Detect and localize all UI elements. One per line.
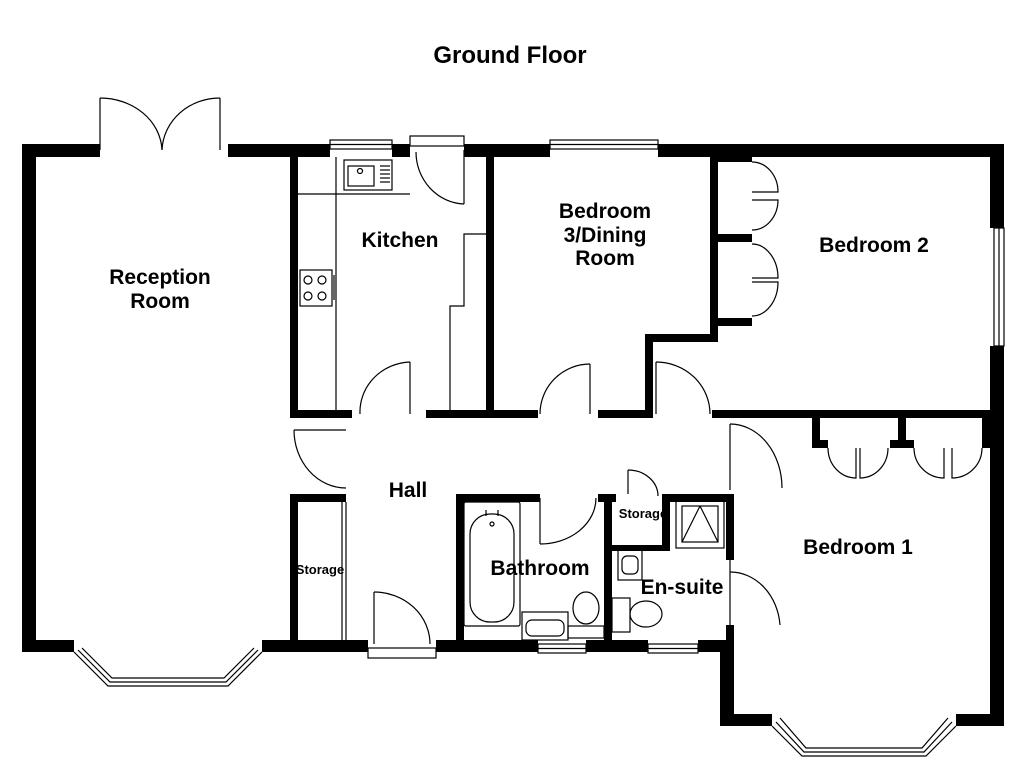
ensuite-fixtures <box>611 499 725 633</box>
reception-room-label-line2: Room <box>130 290 190 313</box>
ensuite-label: En-suite <box>641 576 724 599</box>
bedroom1-label: Bedroom 1 <box>803 536 913 559</box>
storage-left-label: Storage <box>296 562 344 577</box>
bedroom2-label: Bedroom 2 <box>819 234 929 257</box>
bedroom3-label-line1: Bedroom <box>559 200 651 223</box>
walls <box>22 144 1004 726</box>
reception-room-label-line1: Reception <box>109 266 211 289</box>
kitchen-fixtures <box>298 157 486 410</box>
bedroom1-bay-window <box>771 717 957 757</box>
doors <box>99 97 983 659</box>
storage-small-label: Storage <box>619 506 667 521</box>
bathroom-label: Bathroom <box>490 557 589 580</box>
bedroom3-label-line3: Room <box>575 247 635 270</box>
bathroom-fixtures <box>463 501 605 641</box>
kitchen-label: Kitchen <box>361 229 438 252</box>
floor-title: Ground Floor <box>433 42 586 69</box>
hall-label: Hall <box>389 479 428 502</box>
bedroom3-label-line2: 3/Dining <box>564 224 647 247</box>
reception-bay-window <box>73 647 263 687</box>
windows <box>329 139 1005 654</box>
